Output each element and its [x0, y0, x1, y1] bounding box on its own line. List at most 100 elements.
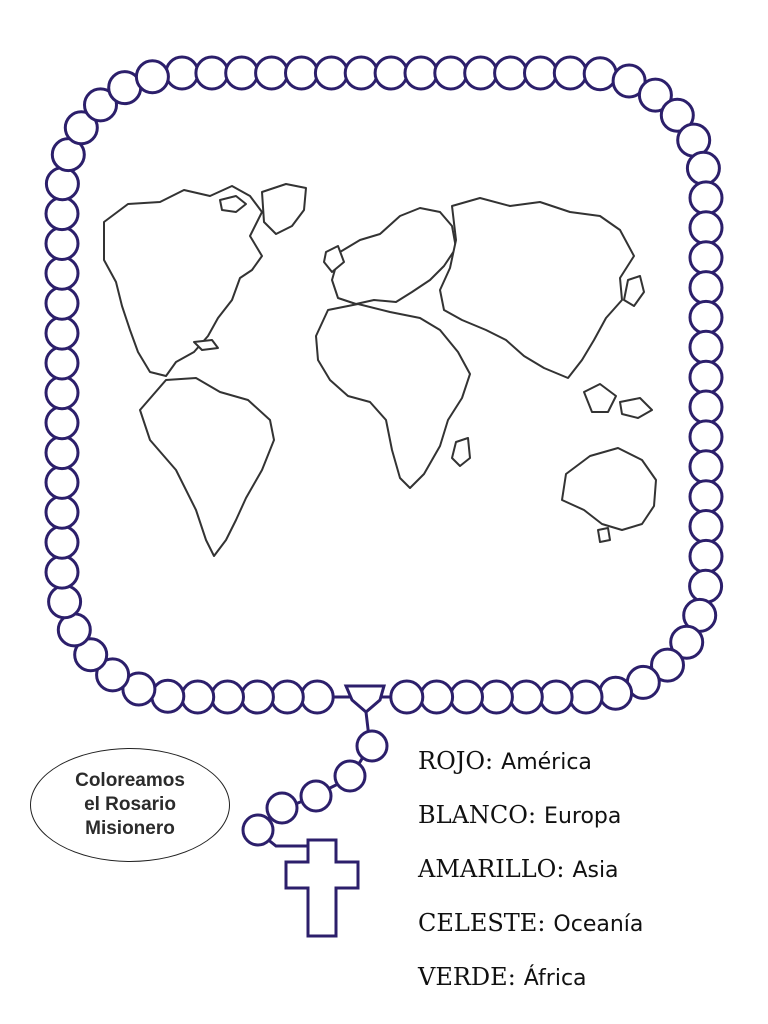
rosary-bead	[478, 679, 514, 715]
rosary-bead	[44, 255, 80, 291]
rosary-bead	[313, 55, 349, 91]
rosary-bead	[63, 110, 99, 146]
rosary-bead	[688, 419, 724, 455]
rosary-bead	[419, 679, 455, 715]
rosary-bead	[44, 435, 80, 471]
legend-row-amarillo: AMARILLO: Asia	[418, 843, 748, 897]
rosary-bead	[650, 647, 685, 683]
rosary-bead	[389, 679, 425, 715]
badge-line-1: Coloreamos	[75, 770, 185, 791]
rosary-bead	[265, 791, 299, 825]
rosary-bead	[688, 359, 724, 395]
caribbean-island	[193, 339, 219, 351]
rosary-bead	[688, 299, 724, 335]
rosary-bead	[508, 679, 544, 715]
legend-region: Asia	[572, 858, 619, 883]
madagascar-island	[451, 437, 471, 467]
tasmania-island	[597, 527, 611, 543]
rosary-bead	[659, 97, 695, 133]
rosary-bead	[44, 345, 80, 381]
rosary-bead	[194, 55, 230, 91]
rosary-bead	[44, 405, 80, 441]
rosary-bead	[254, 55, 290, 91]
legend-region: América	[501, 750, 592, 775]
rosary-bead	[568, 679, 604, 715]
rosary-bead	[44, 375, 80, 411]
rosary-bead	[210, 679, 245, 715]
rosary-bead	[83, 87, 118, 123]
rosary-bead	[164, 55, 200, 91]
legend-region: África	[523, 966, 587, 991]
rosary-bead	[44, 464, 80, 500]
rosary-bead	[44, 196, 80, 232]
rosary-bead	[688, 479, 724, 515]
south-america-outline	[139, 377, 275, 557]
rosary-bead	[598, 675, 634, 711]
rosary-bead	[150, 678, 186, 714]
legend-color-name: BLANCO	[418, 801, 528, 829]
color-legend: ROJO:América BLANCO:Europa AMARILLO:Asia…	[418, 735, 748, 1005]
rosary-bead	[47, 584, 83, 620]
africa-outline	[315, 303, 471, 489]
legend-row-blanco: BLANCO: Europa	[418, 789, 748, 843]
indonesia-island	[619, 397, 653, 419]
legend-color-name: AMARILLO	[418, 855, 557, 883]
rosary-bead	[538, 679, 574, 715]
legend-row-rojo: ROJO:América	[418, 735, 748, 789]
rosary-bead	[688, 509, 724, 544]
rosary-bead	[333, 759, 367, 793]
rosary-bead	[44, 554, 80, 590]
rosary-bead	[343, 55, 379, 91]
legend-region: Europa	[544, 804, 622, 829]
rosary-bead	[463, 55, 499, 91]
rosary-bead	[73, 637, 109, 673]
rosary-bead	[95, 657, 131, 693]
rosary-bead	[433, 55, 469, 91]
rosary-bead	[688, 329, 724, 365]
rosary-bead	[582, 56, 618, 92]
rosary-bead	[44, 285, 80, 321]
rosary-bead	[688, 240, 724, 276]
rosary-bead	[637, 77, 673, 113]
rosary-loop	[44, 55, 724, 715]
europe-outline	[331, 207, 457, 305]
australia-outline	[561, 447, 657, 531]
rosary-bead	[688, 538, 724, 574]
legend-separator: :	[527, 801, 537, 829]
rosary-bead	[685, 150, 721, 186]
arctic-island	[219, 195, 247, 213]
medal-icon	[343, 684, 386, 714]
legend-separator: :	[537, 909, 546, 937]
rosary-bead	[493, 55, 529, 91]
legend-separator: :	[556, 855, 565, 883]
asia-outline	[439, 197, 635, 379]
legend-row-verde: VERDE:África	[418, 951, 748, 1005]
greenland-outline	[261, 183, 307, 235]
legend-separator: :	[485, 747, 494, 775]
rosary-bead	[44, 166, 80, 202]
rosary-bead	[449, 679, 484, 715]
japan-island	[623, 275, 645, 307]
rosary-bead	[44, 315, 80, 351]
rosary-bead	[180, 679, 216, 715]
rosary-bead	[44, 494, 80, 530]
rosary-bead	[688, 568, 724, 604]
rosary-bead	[355, 729, 389, 763]
legend-color-name: CELESTE	[418, 909, 538, 937]
rosary-bead	[44, 524, 80, 560]
north-america-outline	[103, 185, 263, 377]
rosary-bead	[299, 679, 335, 715]
badge-line-2: el Rosario	[84, 794, 176, 815]
british-isles	[323, 245, 345, 273]
legend-region: Oceanía	[553, 912, 644, 937]
rosary-bead	[241, 813, 275, 847]
legend-color-name: VERDE	[418, 963, 508, 991]
rosary-bead	[373, 55, 409, 91]
rosary-strand	[241, 711, 389, 848]
rosary-bead	[134, 59, 170, 95]
title-badge: Coloreamos el Rosario Misionero	[30, 748, 230, 862]
rosary-bead	[299, 779, 333, 813]
southeast-asia-islands	[583, 383, 617, 413]
rosary-bead	[523, 55, 558, 91]
